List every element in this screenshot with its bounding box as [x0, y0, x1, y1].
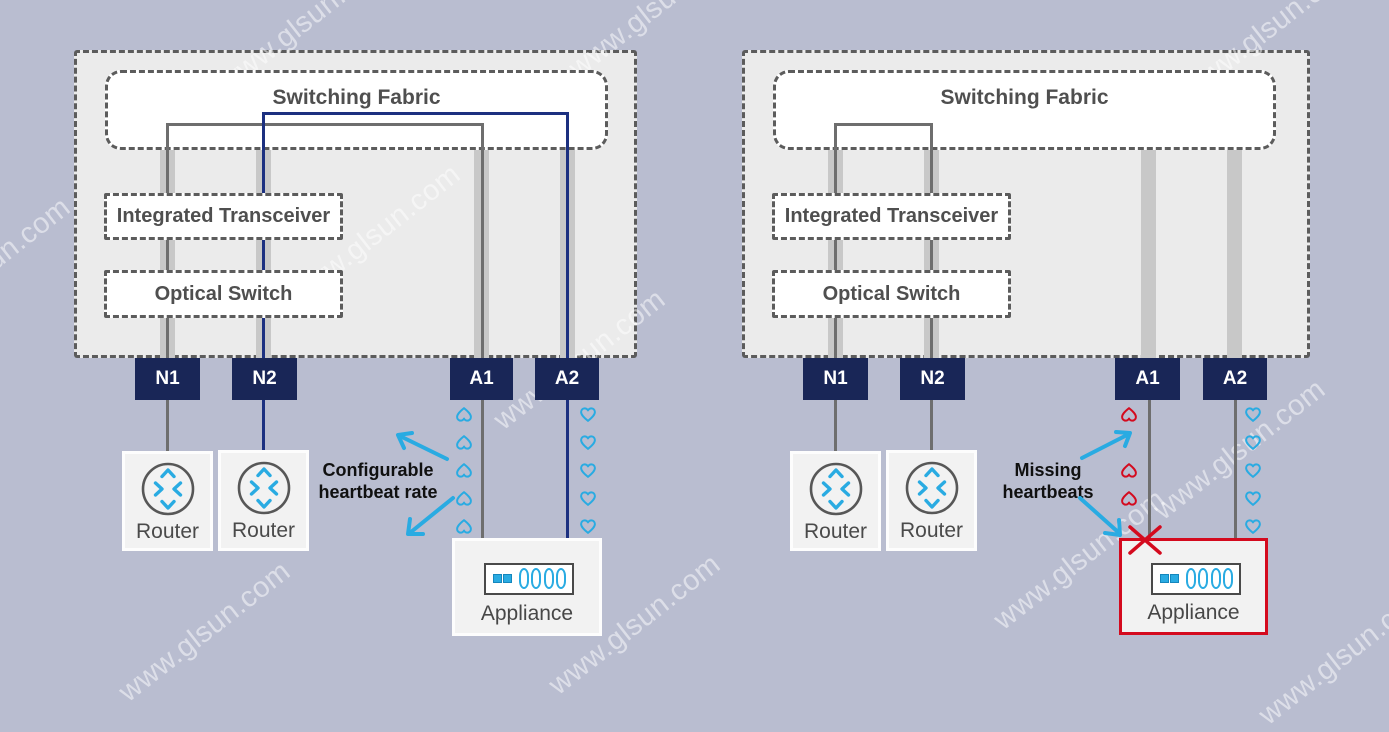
display-digit-0 — [531, 568, 541, 589]
annotation-line: heartbeat rate — [318, 482, 438, 502]
watermark: www.glsun.com — [1252, 577, 1389, 732]
left-a2-heartbeat-icon — [579, 434, 597, 451]
display-led-icon — [1170, 574, 1179, 583]
left-port-n1: N1 — [135, 358, 200, 400]
display-digit-0 — [1223, 568, 1233, 589]
annotation-line: Configurable — [322, 460, 434, 480]
right-switching-fabric-box: Switching Fabric — [773, 70, 1276, 150]
left-integrated-transceiver-box: Integrated Transceiver — [104, 193, 343, 240]
display-digit-0 — [556, 568, 566, 589]
right-port-a1: A1 — [1115, 358, 1180, 400]
left-a2-link-line — [566, 112, 569, 538]
right-a2-heartbeat-icon — [1244, 434, 1262, 451]
left-switching-fabric-box: Switching Fabric — [105, 70, 608, 150]
right-switching-fabric-label: Switching Fabric — [940, 86, 1109, 109]
right-a1-heartbeat-icon — [1120, 462, 1138, 479]
left-router-2: Router — [218, 450, 309, 551]
right-port-n1: N1 — [803, 358, 868, 400]
broken-link-x-icon — [1128, 525, 1162, 555]
left-a1-heartbeat-icon — [455, 406, 473, 423]
left-n2-a2-bridge-line — [262, 112, 569, 115]
display-led-icon — [493, 574, 502, 583]
right-a2-heartbeat-icon — [1244, 406, 1262, 423]
left-a1-heartbeat-icon — [455, 462, 473, 479]
left-n1-a1-bridge-line — [166, 123, 483, 126]
left-a2-heartbeat-icon — [579, 490, 597, 507]
left-optical-switch-box: Optical Switch — [104, 270, 343, 318]
right-optical-switch-label: Optical Switch — [822, 282, 961, 305]
left-a2-heartbeat-icon — [579, 462, 597, 479]
right-a2-heartbeat-icon — [1244, 462, 1262, 479]
right-router-1: Router — [790, 451, 881, 551]
right-integrated-transceiver-label: Integrated Transceiver — [784, 205, 999, 227]
right-a1-channel-bar — [1141, 150, 1156, 358]
heartbeat-down-arrow-icon — [406, 496, 455, 536]
annotation-line: Missing — [1014, 460, 1082, 480]
router-icon — [237, 461, 290, 515]
right-appliance: Appliance — [1119, 538, 1268, 635]
display-digit-0 — [1185, 568, 1196, 589]
right-a2-heartbeat-icon — [1244, 490, 1262, 507]
right-a1-link-line — [1148, 400, 1151, 538]
display-digits — [518, 568, 566, 589]
missing-heartbeat-up-arrow-icon — [1080, 430, 1132, 460]
left-appliance: Appliance — [452, 538, 602, 636]
left-a2-heartbeat-icon — [579, 406, 597, 423]
appliance-label: Appliance — [480, 602, 574, 625]
right-optical-switch-box: Optical Switch — [772, 270, 1011, 318]
left-integrated-transceiver-label: Integrated Transceiver — [116, 205, 331, 227]
display-digit-0 — [518, 568, 529, 589]
right-annotation: Missing heartbeats — [988, 459, 1108, 503]
router-label: Router — [899, 519, 964, 542]
right-integrated-transceiver-box: Integrated Transceiver — [772, 193, 1011, 240]
right-port-a2: A2 — [1203, 358, 1267, 400]
appliance-display — [1151, 563, 1241, 595]
left-router-1: Router — [122, 451, 213, 551]
left-port-n2: N2 — [232, 358, 297, 400]
right-a2-heartbeat-icon — [1244, 518, 1262, 535]
router-label: Router — [803, 520, 868, 543]
router-icon — [809, 462, 862, 516]
router-label: Router — [135, 520, 200, 543]
left-annotation: Configurable heartbeat rate — [308, 459, 448, 503]
display-digit-0 — [543, 568, 554, 589]
router-icon — [905, 461, 958, 515]
right-a2-channel-bar — [1227, 150, 1242, 358]
right-a1-heartbeat-icon — [1120, 490, 1138, 507]
right-n1-n2-bridge-line — [834, 123, 932, 126]
left-port-a2: A2 — [535, 358, 599, 400]
display-digit-0 — [1198, 568, 1208, 589]
watermark: www.glsun.com — [112, 554, 297, 709]
right-a2-link-line — [1234, 400, 1237, 538]
left-a1-heartbeat-icon — [455, 518, 473, 535]
router-icon — [141, 462, 194, 516]
left-optical-switch-label: Optical Switch — [154, 282, 293, 305]
display-digit-0 — [1210, 568, 1221, 589]
left-a1-heartbeat-icon — [455, 490, 473, 507]
router-label: Router — [231, 519, 296, 542]
display-led-icon — [1160, 574, 1169, 583]
right-port-n2: N2 — [900, 358, 965, 400]
left-port-a1: A1 — [450, 358, 513, 400]
display-led-icon — [503, 574, 512, 583]
right-a1-heartbeat-icon — [1120, 406, 1138, 423]
display-digits — [1185, 568, 1233, 589]
left-a1-link-line — [481, 123, 484, 538]
annotation-line: heartbeats — [1002, 482, 1094, 502]
heartbeat-up-arrow-icon — [396, 431, 449, 461]
missing-heartbeat-down-arrow-icon — [1078, 496, 1122, 537]
left-switching-fabric-label: Switching Fabric — [272, 86, 441, 109]
watermark: www.glsun.com — [0, 190, 77, 345]
left-a1-heartbeat-icon — [455, 434, 473, 451]
appliance-display — [484, 563, 574, 595]
right-router-2: Router — [886, 450, 977, 551]
appliance-label: Appliance — [1147, 601, 1240, 624]
left-a2-heartbeat-icon — [579, 518, 597, 535]
